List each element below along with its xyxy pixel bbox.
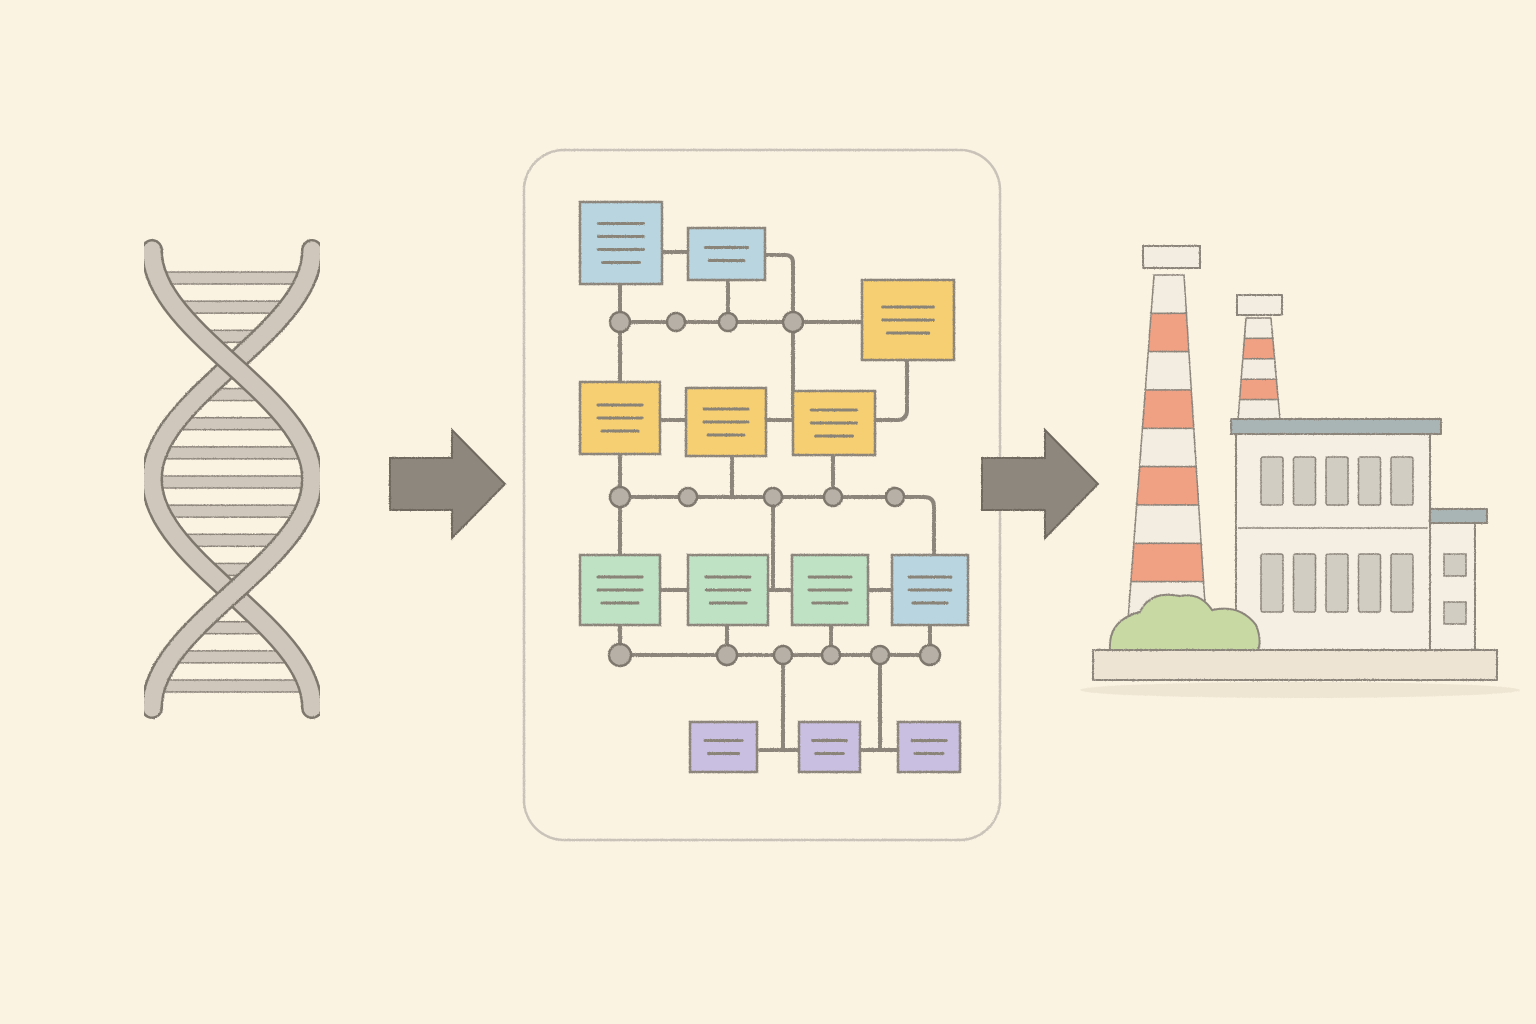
gene-regulatory-network-panel (522, 148, 1002, 842)
node-box (688, 720, 759, 774)
network-node-green (686, 553, 770, 627)
node-box (797, 720, 862, 774)
node-box (790, 553, 870, 627)
factory-window (1292, 456, 1317, 506)
network-edge (763, 253, 795, 422)
factory-base (1092, 649, 1498, 681)
network-junction (884, 486, 906, 508)
network-junction (677, 486, 699, 508)
factory-roof (1230, 418, 1442, 435)
chimney-band (1147, 312, 1190, 353)
dna-double-helix-icon (140, 239, 324, 719)
network-node-blue (578, 200, 664, 286)
factory-window (1390, 553, 1414, 613)
network-edge (618, 495, 936, 557)
dna-base-pair (158, 504, 306, 518)
factory-window (1260, 456, 1284, 506)
chimney-band (1238, 378, 1280, 401)
chimney-band (1243, 317, 1274, 340)
annex-roof (1429, 508, 1488, 524)
dna-base-pair (151, 475, 313, 489)
network-node-purple (797, 720, 862, 774)
network-node-yellow (860, 278, 956, 362)
tall-chimney (1127, 245, 1207, 621)
chimney-band (1138, 427, 1198, 468)
right-arrow-icon (981, 427, 1100, 541)
factory-window (1357, 456, 1382, 506)
factory-window (1357, 553, 1382, 613)
chimney-band (1241, 337, 1276, 360)
dna-base-pair (156, 446, 308, 460)
network-node-yellow (578, 380, 662, 456)
network-node-blue (686, 226, 767, 282)
chimney-cap (1236, 294, 1283, 316)
bush (1108, 593, 1261, 651)
network-junction (869, 644, 891, 666)
dna-strand (143, 241, 321, 717)
chimney-band (1132, 504, 1202, 545)
dna-base-pair (170, 650, 294, 664)
factory-annex (1429, 521, 1476, 653)
factory-window (1325, 456, 1349, 506)
factory-window (1292, 553, 1317, 613)
chimney-band (1130, 542, 1205, 583)
network-edge (873, 358, 909, 422)
chimney-band (1237, 398, 1281, 421)
network-junction (715, 643, 739, 667)
chimney-band (1144, 350, 1193, 391)
short-chimney (1236, 294, 1283, 421)
network-junction (820, 644, 842, 666)
network-node-blue (890, 553, 970, 627)
annex-window (1443, 601, 1467, 625)
node-box (860, 278, 956, 362)
annex-window (1443, 553, 1467, 577)
node-box (578, 200, 664, 286)
chimney-band (1240, 358, 1278, 380)
chimney-cap (1142, 245, 1201, 269)
chimney-band (1135, 465, 1200, 506)
node-box (686, 226, 767, 282)
chimney-band (1141, 389, 1195, 430)
network-node-purple (688, 720, 759, 774)
network-junction (608, 310, 632, 334)
network-node-green (790, 553, 870, 627)
network-node-purple (896, 720, 962, 774)
network-junction (822, 486, 844, 508)
network-junction (665, 311, 687, 333)
factory-window (1260, 553, 1284, 613)
node-box (896, 720, 962, 774)
network-junction (772, 644, 794, 666)
factory-window (1390, 456, 1414, 506)
network-junction (781, 310, 805, 334)
chimney-band (1150, 274, 1188, 315)
network-junction (717, 311, 739, 333)
network-junction (918, 643, 942, 667)
dna-base-pair (157, 271, 307, 285)
factory-window (1325, 553, 1349, 613)
dna-strand (143, 241, 321, 717)
network-node-yellow (684, 386, 768, 458)
dna-base-pair (154, 679, 310, 693)
network-junction (762, 486, 784, 508)
network-junction (608, 485, 632, 509)
ground-shadow (1080, 682, 1520, 698)
network-node-yellow (791, 389, 877, 457)
right-arrow-icon (389, 427, 507, 541)
network-node-green (578, 553, 662, 627)
network-junction (607, 642, 633, 668)
factory-icon (1080, 245, 1520, 698)
